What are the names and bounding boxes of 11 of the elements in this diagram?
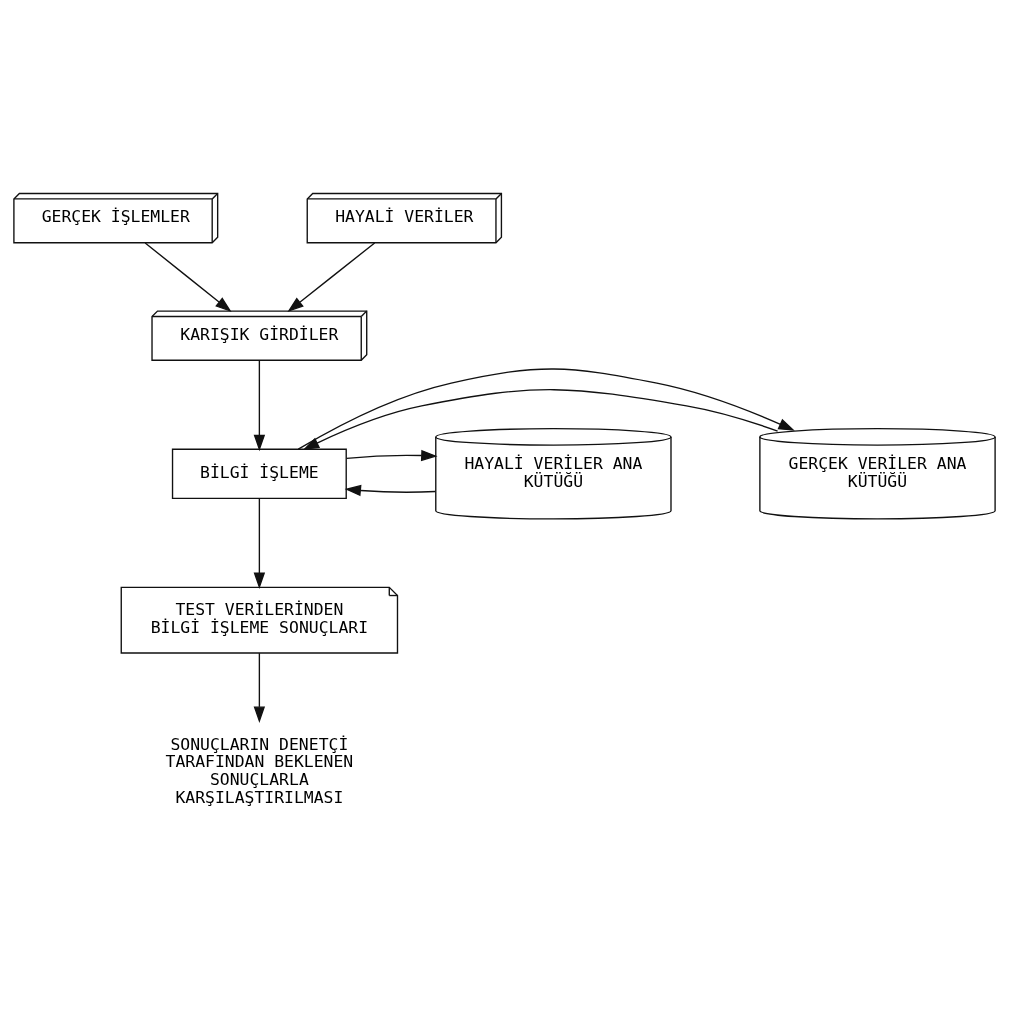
- arrow: [297, 368, 795, 450]
- arrow: [302, 389, 779, 450]
- arrow: [345, 449, 438, 462]
- arrow: [253, 359, 266, 452]
- node-text: SONUÇLARIN DENETÇİ TARAFINDAN BEKLENEN SONUÇLARLA KARŞILAŞTIRILMASI: [165, 734, 354, 807]
- arrow: [287, 242, 376, 313]
- arrow: [144, 242, 232, 313]
- node-box: BİLGİ İŞLEME: [171, 448, 347, 500]
- arrow: [344, 484, 437, 497]
- arrow: [253, 498, 266, 590]
- arrow: [253, 652, 266, 723]
